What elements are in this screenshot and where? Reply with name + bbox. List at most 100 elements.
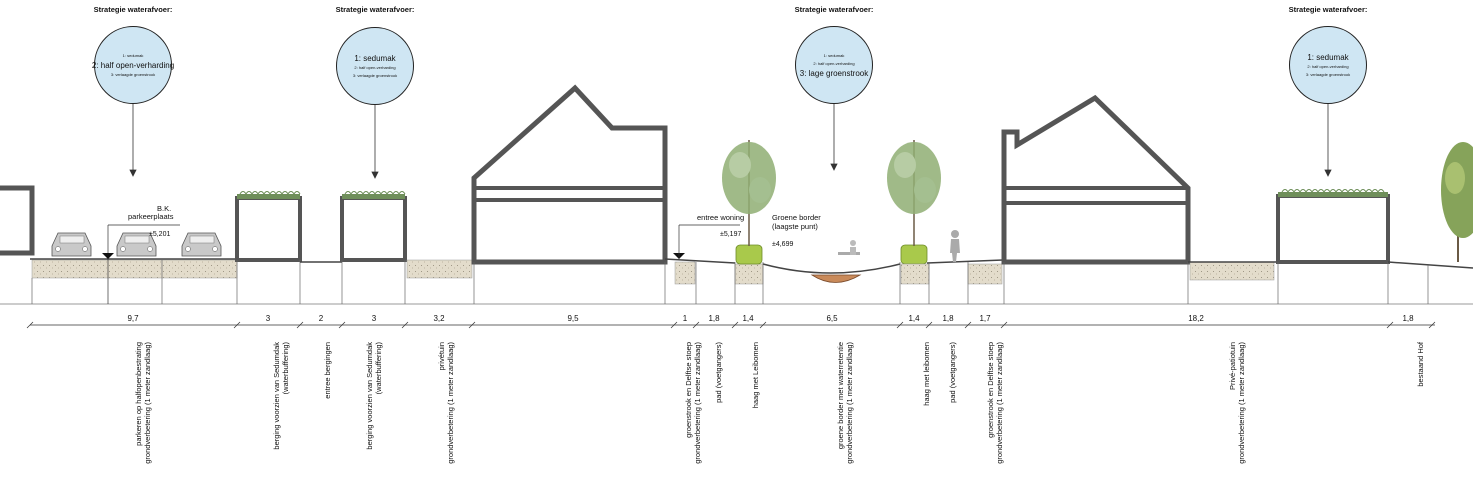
zone-label-line: pad (voetgangers) xyxy=(947,342,957,403)
storage-shed-right xyxy=(1276,189,1390,304)
hedge-right xyxy=(900,244,928,265)
zone-label-line: grondverbetering (1 meter zandlaag) xyxy=(143,342,152,464)
left-building-edge xyxy=(0,185,35,256)
strategy-line: 1: sedumak xyxy=(1307,52,1349,62)
zone-label-line: groene border met waterretentie xyxy=(836,342,845,450)
dimension-tick xyxy=(1386,321,1394,329)
zone-label-line: grondverbetering (1 meter zandlaag) xyxy=(845,342,854,464)
bk-parking-label-2: parkeerplaats xyxy=(128,212,174,221)
water-basin xyxy=(810,274,862,283)
dimension-value: 9,5 xyxy=(567,314,579,323)
zone-label-line: haag met Leibomen xyxy=(750,342,760,409)
strategy-line: 3: lage groenstrook xyxy=(799,68,869,78)
zone-label-line: grondverbetering (1 meter zandlaag) xyxy=(1237,342,1246,464)
dimension-value: 3 xyxy=(265,314,271,323)
dimension-tick xyxy=(692,321,700,329)
level-marker-icon xyxy=(102,253,114,259)
stoep-soil xyxy=(674,261,696,285)
hedge-left-soil xyxy=(734,263,764,285)
house-left xyxy=(471,84,668,304)
zone-label: bestaand Hof xyxy=(1416,342,1425,472)
dimension-tick xyxy=(670,321,678,329)
strategy-line: 1: sedumak xyxy=(354,53,396,63)
dimension-tick xyxy=(233,321,241,329)
garden-soil xyxy=(406,259,473,279)
dimension-value: 1,7 xyxy=(979,314,991,323)
strategy-line: 1: sedumak xyxy=(122,52,144,58)
zone-label-line: pad (voetgangers) xyxy=(713,342,723,403)
parking-soil xyxy=(31,259,238,279)
strategy-line: 2: half open-verharding xyxy=(1307,63,1349,69)
strategy-title: Strategie waterafvoer: xyxy=(335,5,415,14)
groene-border-label: Groene border xyxy=(772,213,821,222)
strategy-line: 3: verlaagde groenstrook xyxy=(1305,71,1351,77)
dimension-tick xyxy=(468,321,476,329)
border-level: ±4,699 xyxy=(772,241,794,248)
dimension-tick xyxy=(896,321,904,329)
car-icon xyxy=(181,232,222,257)
zone-label: pad (voetgangers) xyxy=(714,342,723,472)
car-icon xyxy=(116,232,157,257)
zone-label: berging voorzien van Sedumdak(waterbuffe… xyxy=(272,342,290,472)
dimension-tick xyxy=(26,321,34,329)
strategy-title: Strategie waterafvoer: xyxy=(93,5,173,14)
strategy-line: 2: half open-verharding xyxy=(354,64,396,70)
dimension-value: 1,8 xyxy=(942,314,954,323)
hedge-right-soil xyxy=(900,263,930,285)
dimension-value: 6,5 xyxy=(826,314,838,323)
green-border-profile xyxy=(762,263,901,274)
dimension-tick xyxy=(296,321,304,329)
dimension-tick xyxy=(925,321,933,329)
hof-tree-icon xyxy=(1441,142,1473,262)
zone-label-line: grondverbetering (1 meter zandlaag) xyxy=(693,342,702,464)
dimension-tick xyxy=(1428,321,1436,329)
zone-label-line: (waterbuffering) xyxy=(281,342,290,395)
leiboom-tree-icon xyxy=(722,140,776,246)
dimension-value: 1 xyxy=(682,314,688,323)
zone-label: pad (voetgangers) xyxy=(948,342,957,472)
zone-label-line: (waterbuffering) xyxy=(374,342,383,395)
zone-label-line: berging voorzien van Sedumdak xyxy=(272,342,281,450)
dimension-tick xyxy=(338,321,346,329)
zone-label-line: haag met leibomen xyxy=(921,342,931,406)
child-bench-icon xyxy=(838,240,860,255)
house-right xyxy=(1001,94,1191,304)
dimension-value: 1,4 xyxy=(742,314,754,323)
zone-label: haag met leibomen xyxy=(922,342,931,472)
dimension-value: 18,2 xyxy=(1188,314,1204,323)
car-icon xyxy=(51,232,92,257)
patio-soil xyxy=(1189,261,1275,281)
strategy-line: 2: half open-verharding xyxy=(813,60,855,66)
zone-label-line: parkeren op halfopenbestrating xyxy=(134,342,143,446)
entree-woning-label: entree woning xyxy=(697,213,745,222)
stoep-soil-right xyxy=(967,263,1003,285)
zone-label-line: grondverbetering (1 meter zandlaag) xyxy=(446,342,455,464)
parking-level: ±5,201 xyxy=(149,231,171,238)
zone-label-line: privétuin xyxy=(437,342,446,371)
zone-label: entree bergingen xyxy=(323,342,332,472)
entree-level: ±5,197 xyxy=(720,231,742,238)
dimension-tick xyxy=(759,321,767,329)
hedge-left xyxy=(735,244,763,265)
zone-label-line: groenstrook en Delftse stoep xyxy=(684,342,693,438)
dimension-line xyxy=(26,321,1436,329)
dimension-value: 3,2 xyxy=(433,314,445,323)
zone-label-line: bestaand Hof xyxy=(1415,342,1425,387)
dimension-tick xyxy=(731,321,739,329)
dimension-value: 1,8 xyxy=(1402,314,1414,323)
zone-label-line: entree bergingen xyxy=(322,342,332,399)
dimension-tick xyxy=(964,321,972,329)
pedestrian-icon xyxy=(950,230,960,262)
zone-label-line: grondverbetering (1 meter zandlaag) xyxy=(995,342,1004,464)
storage-shed xyxy=(235,191,302,304)
zone-label-line: Privé-patiotuin xyxy=(1228,342,1237,390)
dimension-value: 3 xyxy=(371,314,377,323)
